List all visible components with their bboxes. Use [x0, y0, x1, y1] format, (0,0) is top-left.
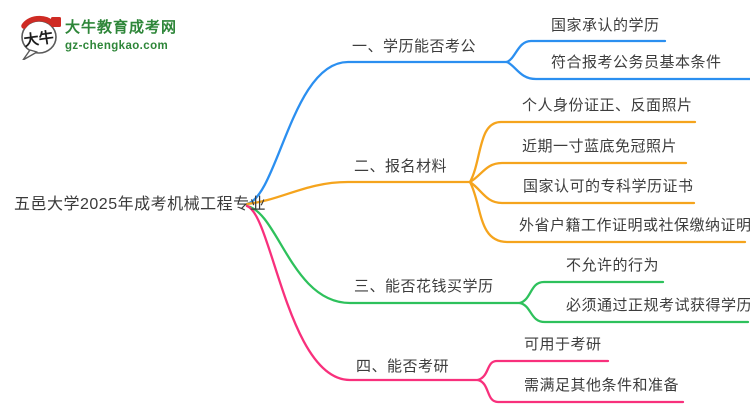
branch-1-child-1-label: 国家承认的学历	[551, 17, 660, 34]
branch-2-child-4-label: 外省户籍工作证明或社保缴纳证明	[519, 217, 750, 234]
branch-2-child-4-underline	[468, 180, 747, 244]
branch-4-label: 四、能否考研	[356, 358, 450, 375]
branch-2-child-2-underline	[468, 161, 688, 184]
branch-4-child-1-label: 可用于考研	[524, 336, 602, 353]
site-name: 大牛教育成考网	[65, 19, 178, 36]
branch-4-child-2-label: 需满足其他条件和准备	[524, 377, 680, 394]
branch-3-child-2-underline	[518, 301, 750, 324]
site-url: gz-chengkao.com	[65, 40, 169, 52]
branch-1-child-2-label: 符合报考公务员基本条件	[551, 54, 722, 71]
branch-2-child-2-label: 近期一寸蓝底免冠照片	[522, 138, 678, 155]
branch-4-child-2-underline	[476, 378, 685, 404]
red-seal	[51, 17, 61, 27]
site-logo[interactable]: 大牛 大牛教育成考网 gz-chengkao.com	[18, 10, 177, 60]
branch-1-child-1-underline	[505, 39, 667, 64]
branch-2-connector	[245, 180, 472, 206]
branch-4-child-1-underline	[476, 359, 610, 382]
logo-bubble-icon: 大牛	[21, 15, 61, 60]
branch-3-child-2-label: 必须通过正规考试获得学历	[566, 297, 750, 314]
branch-3-label: 三、能否花钱买学历	[354, 278, 494, 295]
branch-1-connector	[245, 60, 509, 206]
branch-2-child-3-underline	[468, 180, 696, 205]
branch-4-connector	[245, 204, 480, 382]
bubble-tail	[22, 49, 38, 60]
branch-2-child-3-label: 国家认可的专科学历证书	[523, 178, 694, 195]
red-cap	[21, 15, 55, 29]
branch-1-child-2-underline	[505, 60, 750, 81]
branch-3-child-1-underline	[518, 280, 665, 305]
branch-2-label: 二、报名材料	[354, 158, 448, 175]
branch-1-label: 一、学历能否考公	[352, 38, 477, 55]
branch-3-child-1-label: 不允许的行为	[566, 257, 660, 274]
branch-2-child-1-underline	[468, 120, 697, 184]
root-node-label: 五邑大学2025年成考机械工程专业	[14, 196, 267, 213]
branch-3-connector	[245, 204, 522, 305]
branch-2-child-1-label: 个人身份证正、反面照片	[522, 97, 693, 114]
logo-mark-text: 大牛	[23, 28, 55, 50]
